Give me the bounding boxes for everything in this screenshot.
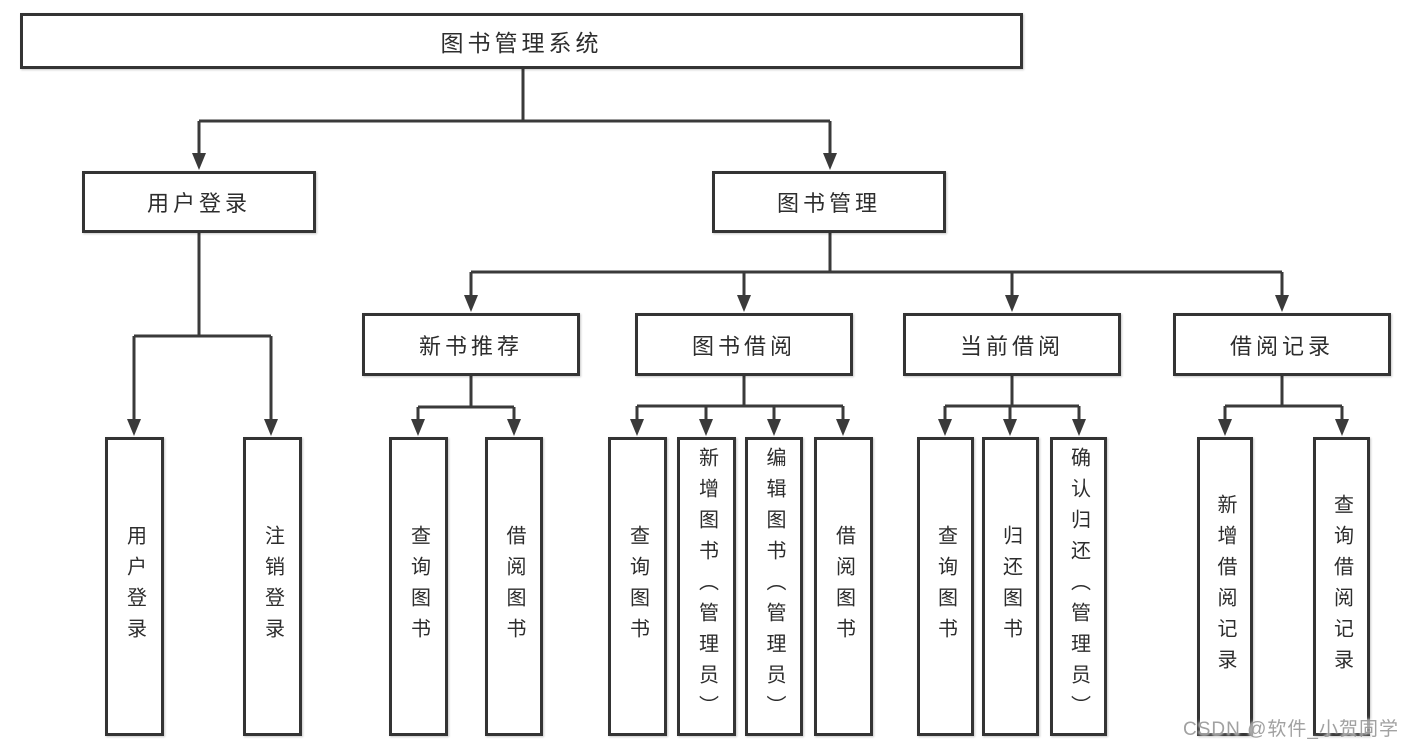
leaf-query-books-borrow: 查询图书 bbox=[608, 437, 667, 736]
connector-backbones bbox=[134, 69, 1342, 409]
node-label: 查询图书 bbox=[626, 524, 649, 649]
leaf-add-borrow-record: 新增借阅记录 bbox=[1197, 437, 1253, 736]
node-book-management: 图书管理 bbox=[712, 171, 946, 233]
node-new-book-recommend: 新书推荐 bbox=[362, 313, 580, 376]
leaf-borrow-books-recommend: 借阅图书 bbox=[485, 437, 543, 736]
arrow-heads bbox=[127, 153, 1349, 436]
leaf-query-books-recommend: 查询图书 bbox=[389, 437, 448, 736]
node-borrowing-records: 借阅记录 bbox=[1173, 313, 1391, 376]
node-label: 图书管理系统 bbox=[440, 30, 603, 56]
arrow-stems bbox=[132, 121, 1344, 424]
node-label: 归还图书 bbox=[999, 524, 1022, 649]
node-label: 用户登录 bbox=[146, 191, 251, 216]
leaf-add-books-admin: 新增图书（管理员） bbox=[677, 437, 736, 736]
node-label: 用户登录 bbox=[123, 524, 146, 649]
node-label: 当前借阅 bbox=[959, 333, 1064, 359]
leaf-query-books-current: 查询图书 bbox=[917, 437, 974, 736]
node-label: 注销登录 bbox=[261, 524, 284, 649]
node-library-management-system: 图书管理系统 bbox=[20, 13, 1023, 69]
node-label: 借阅图书 bbox=[503, 524, 525, 649]
node-label: 图书借阅 bbox=[691, 333, 796, 359]
leaf-edit-books-admin: 编辑图书（管理员） bbox=[745, 437, 803, 736]
leaf-confirm-return-admin: 确认归还（管理员） bbox=[1050, 437, 1107, 736]
leaf-query-borrow-record: 查询借阅记录 bbox=[1313, 437, 1370, 736]
leaf-user-login: 用户登录 bbox=[105, 437, 164, 736]
node-label: 借阅图书 bbox=[832, 524, 855, 649]
node-label: 编辑图书（管理员） bbox=[763, 447, 785, 726]
node-label: 借阅记录 bbox=[1229, 333, 1334, 359]
node-label: 查询借阅记录 bbox=[1330, 493, 1353, 680]
node-book-borrowing: 图书借阅 bbox=[635, 313, 853, 376]
leaf-logout: 注销登录 bbox=[243, 437, 302, 736]
node-label: 新增借阅记录 bbox=[1214, 493, 1236, 680]
watermark: CSDN @软件_小贺同学 bbox=[1183, 719, 1399, 740]
leaf-return-books: 归还图书 bbox=[982, 437, 1039, 736]
node-label: 新书推荐 bbox=[418, 333, 523, 359]
leaf-borrow-books: 借阅图书 bbox=[814, 437, 873, 736]
node-label: 新增图书（管理员） bbox=[695, 447, 718, 726]
node-current-borrowing: 当前借阅 bbox=[903, 313, 1121, 376]
node-label: 图书管理 bbox=[776, 191, 881, 216]
node-label: 查询图书 bbox=[934, 524, 957, 649]
node-label: 确认归还（管理员） bbox=[1067, 447, 1090, 726]
node-user-login: 用户登录 bbox=[82, 171, 316, 233]
node-label: 查询图书 bbox=[407, 524, 430, 649]
